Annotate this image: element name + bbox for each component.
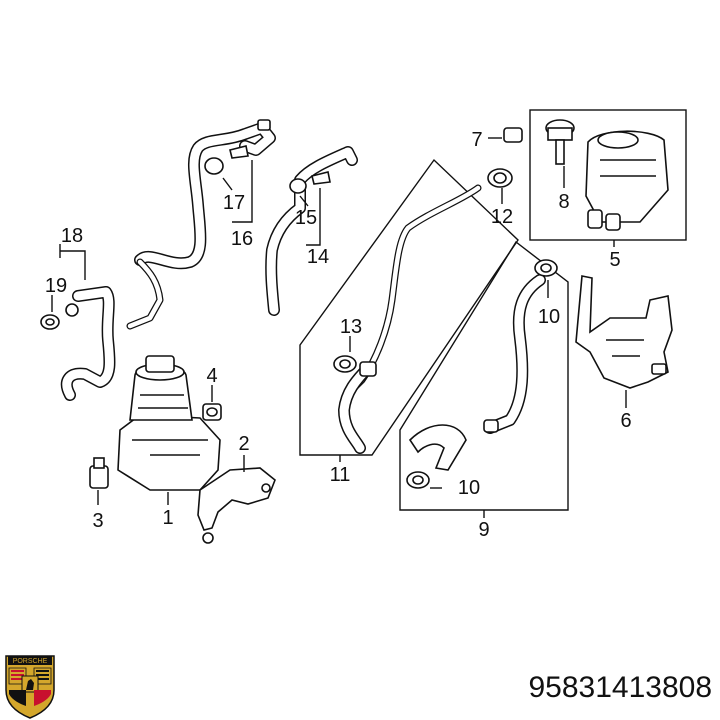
callout-10-upper: 10 — [538, 306, 560, 328]
leader-14 — [299, 188, 321, 246]
callout-7: 7 — [471, 129, 482, 151]
leaders-5 — [488, 137, 565, 188]
callout-17: 17 — [223, 192, 245, 214]
clamp-10-upper[interactable] — [534, 259, 558, 277]
group-box-5 — [529, 109, 687, 247]
nut-4[interactable] — [202, 403, 222, 421]
cap-8[interactable] — [545, 119, 575, 165]
leader-18 — [51, 244, 86, 312]
mounting-bracket-6[interactable] — [575, 275, 673, 389]
callout-14: 14 — [307, 246, 329, 268]
callout-13: 13 — [340, 316, 362, 338]
callout-4: 4 — [206, 365, 217, 387]
callout-5: 5 — [609, 249, 620, 271]
leader-16 — [222, 160, 253, 223]
logo-brand-text: PORSCHE — [13, 658, 48, 665]
callout-11: 11 — [330, 464, 351, 486]
porsche-crest-logo: PORSCHE — [5, 655, 55, 719]
hose-assembly-18[interactable] — [60, 286, 116, 401]
reservoir-housing-1[interactable] — [117, 355, 221, 491]
hose-assembly-16[interactable] — [126, 119, 276, 330]
bracket-2[interactable] — [197, 467, 276, 544]
callout-1: 1 — [162, 507, 173, 529]
callout-10-lower: 10 — [458, 477, 480, 499]
leaders-9 — [430, 280, 549, 489]
expansion-tank-5[interactable] — [585, 130, 669, 231]
callout-15: 15 — [295, 207, 317, 229]
sensor-3[interactable] — [89, 457, 109, 489]
hose-11[interactable] — [338, 184, 482, 454]
clamp-12[interactable] — [487, 168, 513, 188]
group-box-11 — [299, 158, 519, 462]
leaders-11 — [349, 188, 503, 352]
hose-9[interactable] — [408, 274, 546, 471]
seal-ring-19[interactable] — [40, 314, 60, 330]
callout-12: 12 — [491, 206, 513, 228]
callout-16: 16 — [231, 228, 253, 250]
callout-19: 19 — [45, 275, 67, 297]
callout-6: 6 — [620, 410, 631, 432]
cap-7[interactable] — [503, 127, 523, 143]
callout-8: 8 — [558, 191, 569, 213]
callout-3: 3 — [92, 510, 103, 532]
callout-2: 2 — [238, 433, 249, 455]
clamp-10-lower[interactable] — [406, 471, 430, 489]
callout-18: 18 — [61, 225, 83, 247]
connector-17[interactable] — [204, 145, 249, 175]
hose-assembly-14[interactable] — [265, 146, 358, 316]
group-box-9 — [399, 240, 569, 518]
callout-9: 9 — [478, 519, 489, 541]
clamp-13[interactable] — [333, 355, 357, 373]
part-number: 95831413808 — [528, 671, 712, 704]
